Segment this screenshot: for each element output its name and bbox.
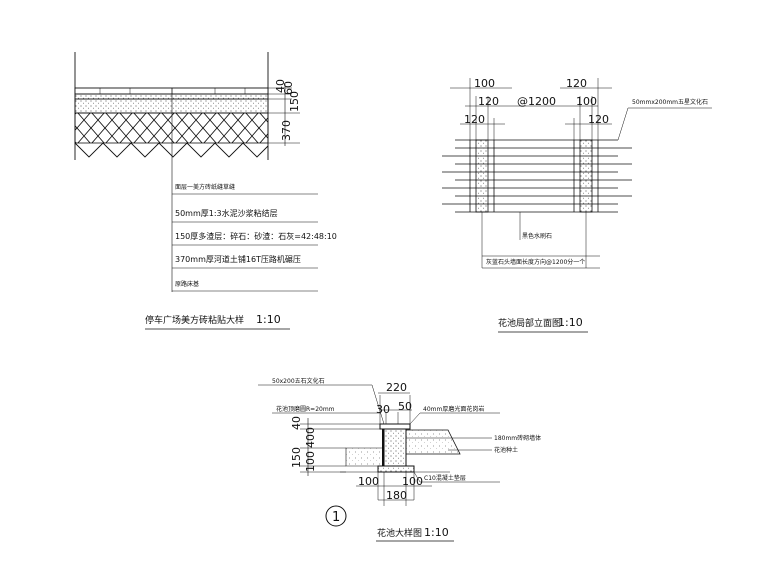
scale-paving-detail: 1:10 bbox=[256, 313, 281, 326]
planting-soil bbox=[405, 429, 461, 455]
layer-label-2: 50mm厚1:3水泥沙浆粘结层 bbox=[175, 208, 278, 218]
stone-courses bbox=[442, 139, 632, 213]
dim-pitch: @1200 bbox=[517, 95, 556, 108]
dim-60: 60 bbox=[282, 81, 295, 95]
dim-100-right: 100 bbox=[576, 95, 597, 108]
dim-40: 40 bbox=[274, 79, 287, 93]
dim-120-right-b: 120 bbox=[588, 113, 609, 126]
scale-planter-section: 1:10 bbox=[424, 526, 449, 539]
ground-left bbox=[345, 447, 385, 467]
title-planter-elevation: 花池局部立面图 bbox=[498, 317, 561, 329]
detail-number-circle bbox=[325, 505, 347, 527]
gravel-layer bbox=[74, 98, 269, 114]
dim-180: 180 bbox=[386, 489, 407, 502]
dim-120-right-a: 120 bbox=[566, 77, 587, 90]
dim-40-cap: 40 bbox=[290, 416, 303, 430]
note-culture-stone: 50mmx200mm五星文化石 bbox=[632, 98, 708, 106]
dim-150-base: 150 bbox=[290, 447, 303, 468]
note-concrete-base: C10混凝土垫层 bbox=[424, 474, 466, 482]
dim-150: 150 bbox=[288, 91, 301, 112]
paver-layer bbox=[74, 87, 269, 95]
note-brick-wall: 180mm砖砌墙体 bbox=[494, 434, 541, 442]
granite-cap bbox=[379, 423, 411, 430]
note-culture-stone-section: 50x200五石文化石 bbox=[272, 377, 325, 385]
dim-100-left: 100 bbox=[474, 77, 495, 90]
dim-120-left-a: 120 bbox=[478, 95, 499, 108]
note-planting-soil: 花池种土 bbox=[494, 446, 518, 454]
dim-220: 220 bbox=[386, 381, 407, 394]
layer-label-4: 370mm厚河道土铺16T压路机碾压 bbox=[175, 254, 301, 264]
note-wall-spacing: 灰蓝石头墙面长度方向@1200分一个 bbox=[486, 258, 585, 266]
layer-label-1: 面层一美方砖纸缝草缝 bbox=[175, 183, 235, 191]
detail-paving: 40 60 150 370 面层一美方砖纸缝草缝 50mm厚1:3水泥沙浆粘结层… bbox=[74, 52, 337, 330]
layer-label-3: 150厚多渣层：碎石：砂渣：石灰=42:48:10 bbox=[175, 231, 337, 241]
dim-400: 400 bbox=[304, 427, 317, 448]
subgrade-line bbox=[74, 142, 269, 158]
note-chamfer: 花池顶磨圆R=20mm bbox=[276, 405, 335, 413]
culture-stone-facing bbox=[382, 428, 384, 466]
dim-370: 370 bbox=[280, 120, 293, 141]
detail-number: 1 bbox=[332, 510, 340, 525]
note-black-stone: 黑色水刷石 bbox=[522, 232, 552, 240]
title-paving-detail: 停车广场美方砖粘贴大样 bbox=[145, 314, 244, 326]
dim-100-left-bottom: 100 bbox=[358, 475, 379, 488]
brick-wall bbox=[383, 427, 407, 467]
note-granite-cap: 40mm厚磨光面花岗岩 bbox=[423, 405, 484, 413]
dim-50: 50 bbox=[398, 400, 412, 413]
mortar-layer bbox=[74, 93, 269, 100]
layer-label-5: 原路床基 bbox=[175, 280, 199, 288]
scale-planter-elevation: 1:10 bbox=[558, 316, 583, 329]
pillar-left bbox=[475, 139, 489, 213]
compacted-soil-layer bbox=[74, 112, 269, 144]
concrete-base bbox=[377, 465, 415, 473]
dim-100-base: 100 bbox=[304, 451, 317, 472]
dim-120-left-b: 120 bbox=[464, 113, 485, 126]
detail-planter-elevation: 100 120 @1200 120 120 100 120 50mmx200mm… bbox=[442, 77, 712, 333]
detail-planter-section: 220 30 50 40 400 150 100 100 100 180 50x… bbox=[258, 377, 541, 542]
title-planter-section: 花池大样图 bbox=[377, 527, 422, 539]
pillar-right bbox=[579, 139, 593, 213]
